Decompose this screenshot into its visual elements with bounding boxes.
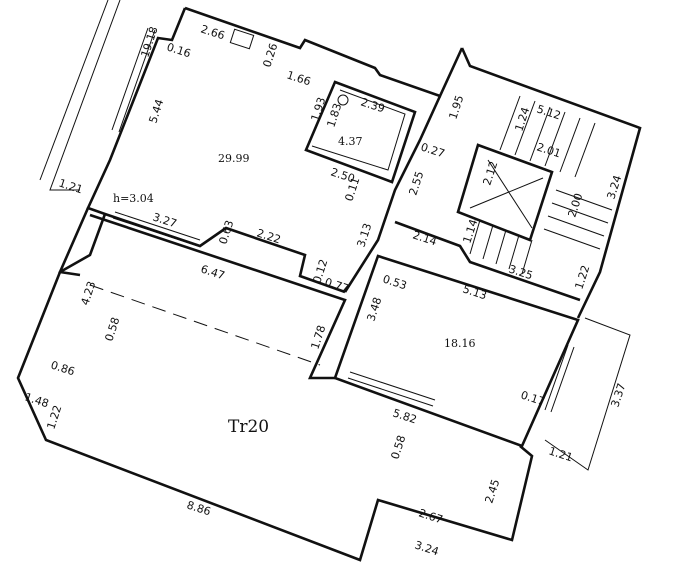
dim-label: 1.83 [324, 102, 344, 129]
toilet-icon [337, 94, 349, 106]
left-balcony-outline [49, 0, 121, 191]
dim-label: 1.22 [44, 404, 64, 431]
dimension-labels: 19.18 0.16 2.66 0.26 1.66 5.44 1.93 1.83… [23, 22, 628, 558]
dim-label: 3.37 [608, 382, 628, 409]
living-room-wall-top [184, 6, 464, 98]
dim-label: 2.14 [411, 228, 438, 248]
dim-label: 1.78 [308, 324, 328, 351]
bathroom-walls [304, 80, 417, 184]
walls [16, 0, 642, 562]
room-area-living: 29.99 [218, 152, 250, 165]
windows [111, 27, 575, 413]
dim-label: 3.48 [364, 296, 384, 323]
room-area-room2: 18.16 [444, 337, 476, 350]
elevator-shaft [456, 143, 554, 242]
terrace-name: Tr20 [228, 417, 269, 437]
dim-label: 2.66 [199, 22, 226, 42]
dim-label: 3.27 [151, 210, 178, 230]
dim-label: 1.48 [23, 390, 50, 410]
dim-label: 0.26 [260, 42, 280, 69]
stairwell-wall-outer [460, 47, 642, 319]
right-balcony-outline [544, 317, 631, 471]
dim-label: 0.58 [388, 434, 408, 461]
sink-icon [229, 28, 255, 50]
dim-label: 3.13 [354, 222, 374, 249]
stairwell-wall-bottom [394, 220, 581, 302]
dim-label: 0.16 [165, 40, 192, 60]
dim-label: 2.01 [535, 140, 562, 160]
room-18-walls [333, 254, 580, 448]
ceiling-height: h=3.04 [113, 192, 154, 205]
dim-label: 5.82 [391, 406, 418, 426]
dim-label: 2.45 [482, 478, 502, 505]
dim-label: 0.27 [419, 140, 446, 160]
elevator-cross-2 [469, 177, 544, 209]
terrace-dashed-line [89, 284, 321, 366]
dim-label: 5.12 [535, 102, 562, 122]
dim-label: 1.14 [460, 218, 480, 245]
dim-label: 1.66 [285, 68, 312, 88]
room-labels: 29.99 h=3.04 4.37 18.16 Tr20 [113, 135, 476, 437]
dim-label: 0.17 [519, 388, 546, 408]
living-room-wall-right [343, 95, 442, 293]
dim-label: 2.55 [406, 170, 426, 197]
left-balcony-inner [39, 0, 109, 181]
dim-label: 1.21 [57, 176, 84, 196]
dim-label: 2.67 [417, 506, 444, 526]
dim-label: 1.24 [512, 106, 532, 133]
dim-label: 0.53 [381, 272, 408, 292]
dim-label: 1.22 [572, 264, 592, 291]
dim-label: 0.77 [323, 275, 350, 295]
dim-label: 1.95 [446, 94, 466, 121]
bathroom-inner-line [311, 89, 406, 171]
stair-treads [469, 95, 613, 275]
dim-label: 0.58 [102, 316, 122, 343]
dim-label: 0.86 [49, 358, 76, 378]
lower-left-wall [89, 213, 347, 380]
dim-label: 2.12 [480, 160, 500, 187]
terrace-pillar [58, 207, 90, 277]
elevator-cross-1 [487, 159, 533, 229]
dim-label: 5.44 [146, 98, 166, 125]
room-area-bath: 4.37 [338, 135, 363, 148]
dim-label: 5.13 [461, 282, 488, 302]
dim-label: 1.21 [547, 444, 574, 464]
dim-label: 0.63 [216, 219, 236, 246]
terrace-outline [16, 213, 534, 562]
dim-label: 4.23 [78, 280, 98, 307]
dim-label: 2.00 [565, 192, 585, 219]
dim-label: 3.24 [413, 538, 440, 558]
dim-label: 6.47 [199, 262, 226, 282]
